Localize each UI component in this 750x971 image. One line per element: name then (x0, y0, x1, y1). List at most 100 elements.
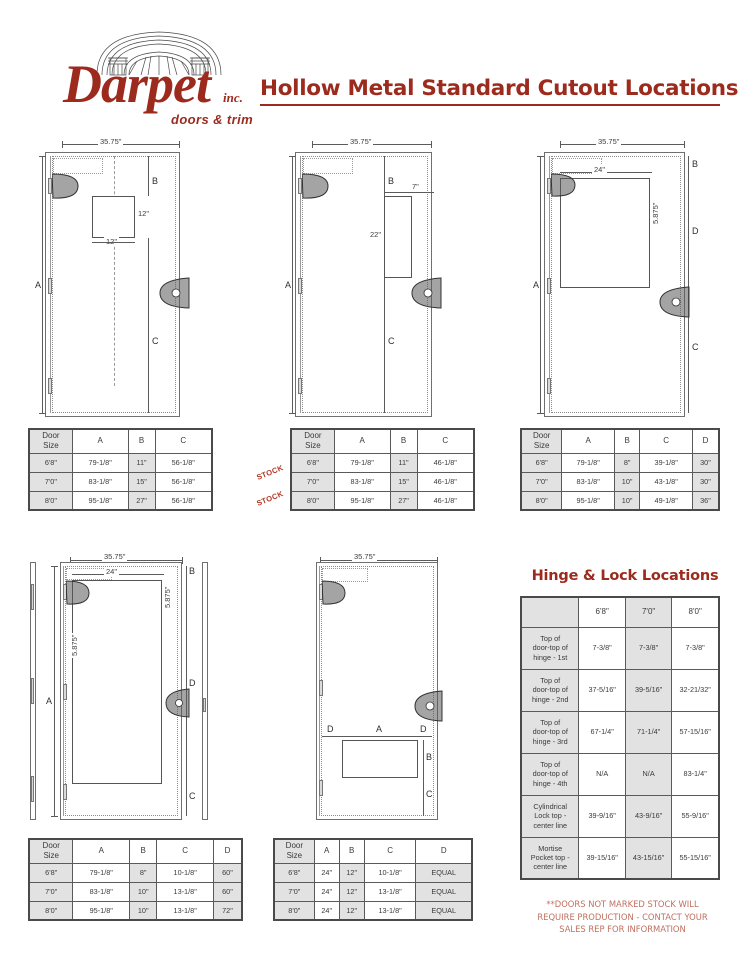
label-A: A (533, 280, 540, 290)
table-row: 7'0"83-1/8"10"43-1/8"30" (520, 471, 720, 492)
table-cell: EQUAL (415, 881, 473, 902)
cutout-offset-right-label: 5.875" (163, 584, 172, 610)
hinge-lock-col-header: 7'0" (624, 596, 673, 628)
diagram-3-door-with-24in-wide-lite: 35.75" 24" 5.875" A B D C (520, 130, 740, 425)
hinge-bottom (48, 378, 52, 394)
label-C: C (426, 789, 433, 799)
diagram-2-door-with-7x22-narrow-lite: 35.75" 7" 22" A B C (280, 130, 495, 425)
table-cell: 8'0" (28, 490, 73, 511)
hinge-lock-cell: 43-9/16" (624, 794, 673, 838)
hinge-lock-cell: N/A (578, 752, 626, 796)
table-cell: 83-1/8" (561, 471, 615, 492)
table-cell: 36" (691, 490, 720, 511)
page-title: Hollow Metal Standard Cutout Locations (260, 76, 739, 106)
vision-lite-cutout (92, 196, 135, 238)
hinge-reinforcement-icon (551, 173, 576, 197)
table-5-col-header: A (313, 838, 340, 864)
footnote-line-3: SALES REP FOR INFORMATION (559, 924, 686, 935)
table-cell: 27" (389, 490, 418, 511)
table-cell: 24" (313, 881, 340, 902)
darpet-logo: Darpet inc. doors & trim (63, 28, 263, 127)
width-dim-label: 35.75" (596, 137, 622, 146)
hinge-lock-col-header: 8'0" (671, 596, 720, 628)
table-cell: 10" (613, 471, 641, 492)
table-2-col-header: B (389, 428, 418, 454)
table-cell: 79-1/8" (72, 862, 131, 883)
table-cell: 79-1/8" (333, 452, 391, 473)
table-cell: 46-1/8" (416, 452, 475, 473)
width-dim-label: 35.75" (348, 137, 374, 146)
table-cell: 6'8" (290, 452, 335, 473)
table-cell: 46-1/8" (416, 471, 475, 492)
table-cell: 95-1/8" (333, 490, 391, 511)
table-cell: 46-1/8" (416, 490, 475, 511)
table-cell: 24" (313, 900, 340, 921)
hinge-top (298, 178, 302, 194)
cutout-width-label: 7" (410, 182, 421, 191)
table-cell: 56-1/8" (154, 452, 213, 473)
cutout-width-dim (92, 242, 135, 243)
footnote-line-1: **DOORS NOT MARKED STOCK WILL (546, 899, 699, 909)
table-cell: 12" (338, 862, 365, 883)
table-row: 6'8"79-1/8"11"56-1/8" (28, 452, 213, 473)
table-row: 6'8"79-1/8"11"46-1/8" (290, 452, 475, 473)
label-D-left: D (327, 724, 334, 734)
A-dim-line (42, 156, 43, 413)
hinge-top (547, 178, 551, 194)
width-dim-label: 35.75" (98, 137, 124, 146)
label-A: A (285, 280, 292, 290)
hinge-top (48, 178, 52, 194)
table-cell: 95-1/8" (72, 900, 131, 921)
dim-tick (39, 413, 46, 414)
dim-tick (51, 566, 58, 567)
jamb-hinge-2 (31, 678, 34, 704)
table-4-col-header: C (156, 838, 214, 864)
table-row: 8'0"95-1/8"27"46-1/8" (290, 490, 475, 511)
logo-wordmark: Darpet (63, 54, 211, 114)
dim-tick (62, 141, 63, 148)
table-cell: 49-1/8" (639, 490, 693, 511)
hinge-lock-title: Hinge & Lock Locations (531, 568, 719, 584)
table-cell: 11" (127, 452, 156, 473)
label-C: C (189, 791, 196, 801)
label-B: B (692, 159, 699, 169)
table-3-col-header: D (691, 428, 720, 454)
table-cell: 13-1/8" (363, 881, 417, 902)
table-cell: 83-1/8" (333, 471, 391, 492)
table-row: 8'0"95-1/8"10"49-1/8"36" (520, 490, 720, 511)
full-lite-cutout (72, 580, 162, 784)
hinge-lock-cell: N/A (624, 752, 673, 796)
dim-tick (51, 816, 58, 817)
arch-fanlight-icon (96, 31, 222, 76)
lock-reinforcement-icon (414, 690, 443, 722)
hinge-lock-cell: 57-15/16" (671, 710, 720, 754)
hinge-lock-cell: 37-5/16" (578, 668, 626, 712)
label-B: B (189, 566, 196, 576)
dim-tick (537, 156, 544, 157)
C-dim-line (688, 288, 689, 413)
hinge-lock-col-header (520, 596, 580, 628)
C-dim-line (384, 278, 385, 413)
page-header: Darpet inc. doors & trim Hollow Metal St… (0, 0, 750, 127)
lock-reinforcement-icon (159, 277, 190, 309)
table-cell: 8" (613, 452, 641, 473)
hinge-lock-cell: 7-3/8" (671, 626, 720, 670)
hinge-lock-cell: 55-15/16" (671, 836, 720, 880)
table-1-col-header: A (71, 428, 129, 454)
A-dim-line (540, 156, 541, 413)
table-cell: 79-1/8" (71, 452, 129, 473)
cutout-height-label: 22" (368, 230, 384, 239)
table-2-col-header: C (416, 428, 475, 454)
label-A: A (376, 724, 383, 734)
lock-reinforcement-icon (659, 286, 690, 318)
